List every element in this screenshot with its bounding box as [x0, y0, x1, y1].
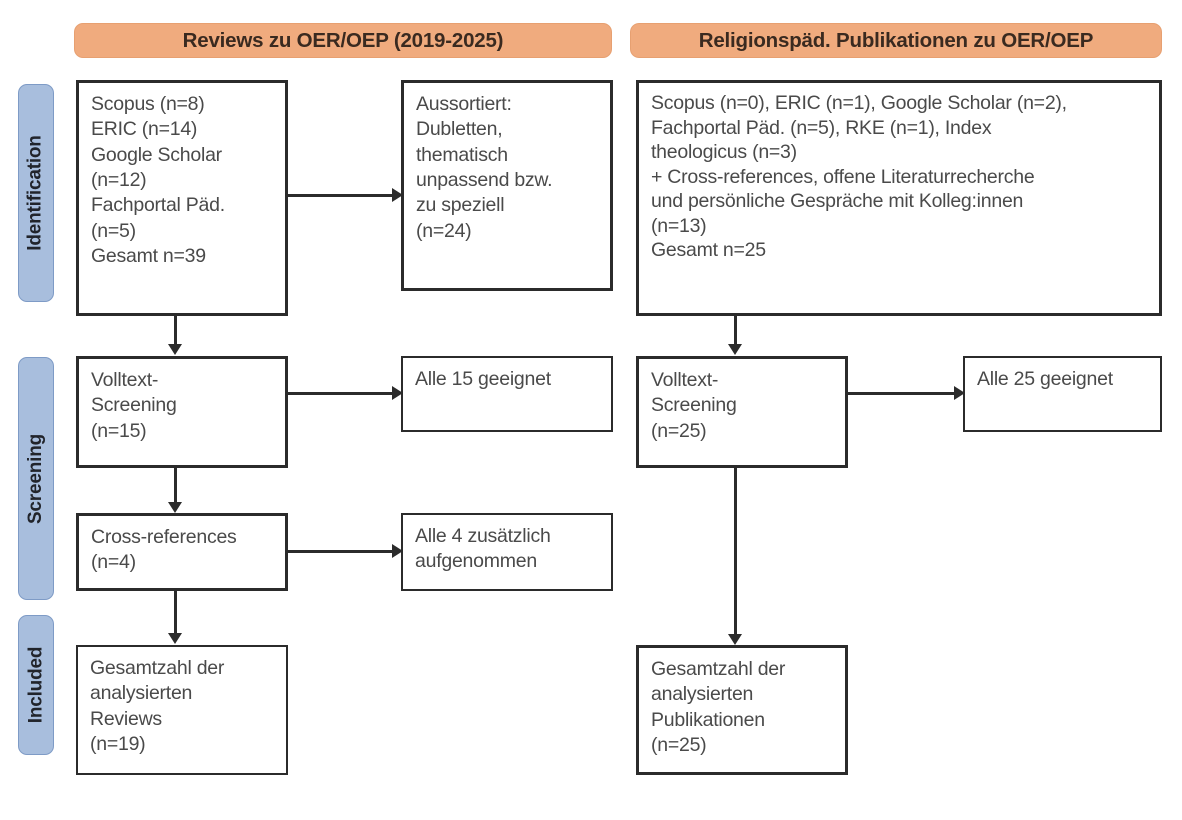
column-header-right: Religionspäd. Publikationen zu OER/OEP — [630, 23, 1162, 58]
box-left-cross-references: Cross-references (n=4) — [76, 513, 288, 591]
connector-right-screening-to-included — [734, 468, 737, 638]
box-left-cross-references-result: Alle 4 zusätzlich aufgenommen — [401, 513, 613, 591]
arrowhead-left-screening-to-result — [392, 386, 403, 400]
box-left-identification-sources: Scopus (n=8) ERIC (n=14) Google Scholar … — [76, 80, 288, 316]
connector-left-screening-to-crossrefs — [174, 468, 177, 506]
stage-label-screening: Screening — [18, 357, 54, 600]
connector-left-identification-to-screening — [174, 316, 177, 348]
arrowhead-left-crossrefs-to-result — [392, 544, 403, 558]
arrowhead-right-screening-to-result — [954, 386, 965, 400]
stage-label-screening-text: Screening — [25, 433, 47, 524]
connector-left-screening-to-result — [287, 392, 394, 395]
box-right-screening: Volltext- Screening (n=25) — [636, 356, 848, 468]
box-right-screening-result: Alle 25 geeignet — [963, 356, 1162, 432]
stage-label-identification: Identification — [18, 84, 54, 302]
column-header-left: Reviews zu OER/OEP (2019-2025) — [74, 23, 612, 58]
connector-left-identification-to-excluded — [287, 194, 394, 197]
stage-label-identification-text: Identification — [25, 135, 47, 251]
box-left-excluded: Aussortiert: Dubletten, thematisch unpas… — [401, 80, 613, 291]
box-left-screening: Volltext- Screening (n=15) — [76, 356, 288, 468]
connector-left-crossrefs-to-result — [287, 550, 394, 553]
box-left-screening-result: Alle 15 geeignet — [401, 356, 613, 432]
arrowhead-left-crossrefs-to-included — [168, 633, 182, 644]
box-left-included: Gesamtzahl der analysierten Reviews (n=1… — [76, 645, 288, 775]
box-right-included: Gesamtzahl der analysierten Publikatione… — [636, 645, 848, 775]
connector-right-screening-to-result — [847, 392, 956, 395]
arrowhead-left-screening-to-crossrefs — [168, 502, 182, 513]
arrowhead-left-identification-to-excluded — [392, 188, 403, 202]
connector-left-crossrefs-to-included — [174, 591, 177, 637]
stage-label-included: Included — [18, 615, 54, 755]
arrowhead-right-screening-to-included — [728, 634, 742, 645]
connector-right-identification-to-screening — [734, 316, 737, 348]
arrowhead-left-identification-to-screening — [168, 344, 182, 355]
arrowhead-right-identification-to-screening — [728, 344, 742, 355]
box-right-identification-sources: Scopus (n=0), ERIC (n=1), Google Scholar… — [636, 80, 1162, 316]
stage-label-included-text: Included — [25, 646, 47, 724]
